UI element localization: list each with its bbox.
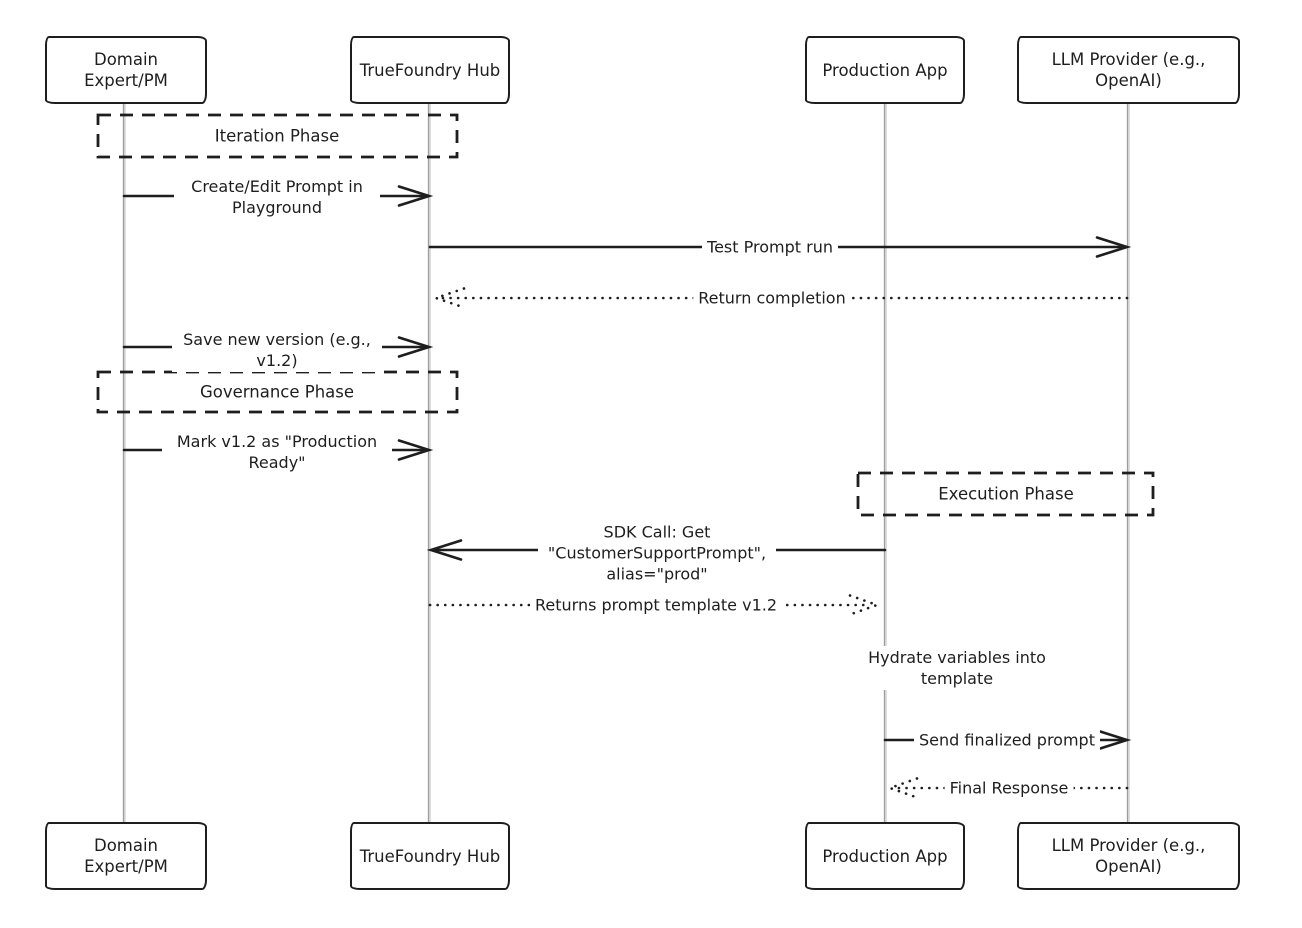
phase-frame-execution	[856, 471, 1155, 517]
arrowhead-left-icon	[431, 287, 466, 309]
participant-truefoundry-hub-bottom: TrueFoundry Hub	[350, 822, 510, 890]
phase-frame-governance	[96, 370, 459, 414]
participant-truefoundry-hub-top: TrueFoundry Hub	[350, 36, 510, 104]
arrowhead-right-icon	[1095, 236, 1132, 258]
message-label-mark-ready: Mark v1.2 as "Production Ready"	[162, 430, 392, 474]
arrowhead-right-icon	[397, 439, 434, 461]
message-label-send-prompt: Send finalized prompt	[914, 728, 1100, 752]
participant-production-app-bottom: Production App	[805, 822, 965, 890]
phase-label-iteration: Iteration Phase	[214, 126, 340, 146]
participant-label: TrueFoundry Hub	[359, 60, 501, 80]
participant-llm-provider-top: LLM Provider (e.g., OpenAI)	[1017, 36, 1240, 104]
message-label-returns-template: Returns prompt template v1.2	[529, 593, 783, 617]
arrow-final-response	[886, 777, 1129, 799]
participant-label: Production App	[822, 60, 948, 80]
arrowhead-left-icon	[426, 539, 463, 561]
arrowhead-right-icon	[397, 336, 434, 358]
participant-label: Production App	[822, 846, 948, 866]
message-label-return-completion: Return completion	[693, 286, 851, 310]
message-label-sdk-call: SDK Call: Get "CustomerSupportPrompt", a…	[538, 520, 776, 586]
participant-production-app-top: Production App	[805, 36, 965, 104]
message-label-save-version: Save new version (e.g., v1.2)	[172, 328, 382, 372]
message-label-create-edit: Create/Edit Prompt in Playground	[174, 175, 380, 219]
participant-domain-expert-pm-bottom: Domain Expert/PM	[45, 822, 207, 890]
lifeline-domain-expert-pm	[122, 104, 126, 822]
arrowhead-right-icon	[1095, 729, 1132, 751]
phase-label-execution: Execution Phase	[938, 484, 1074, 504]
participant-llm-provider-bottom: LLM Provider (e.g., OpenAI)	[1017, 822, 1240, 890]
message-label-test-prompt: Test Prompt run	[702, 235, 838, 259]
phase-frame-iteration	[96, 113, 459, 159]
lifeline-production-app	[883, 104, 887, 822]
participant-label: Domain Expert/PM	[84, 836, 168, 876]
phase-label-governance: Governance Phase	[199, 382, 355, 402]
message-label-final-response: Final Response	[944, 776, 1074, 800]
participant-label: Domain Expert/PM	[84, 50, 168, 90]
message-label-hydrate-note: Hydrate variables into template	[853, 646, 1061, 690]
participant-label: LLM Provider (e.g., OpenAI)	[1051, 836, 1206, 876]
participant-domain-expert-pm-top: Domain Expert/PM	[45, 36, 207, 104]
participant-label: LLM Provider (e.g., OpenAI)	[1051, 50, 1206, 90]
lifeline-truefoundry-hub	[427, 104, 431, 822]
arrowhead-right-icon	[397, 185, 434, 207]
lifeline-llm-provider	[1126, 104, 1130, 822]
participant-label: TrueFoundry Hub	[359, 846, 501, 866]
